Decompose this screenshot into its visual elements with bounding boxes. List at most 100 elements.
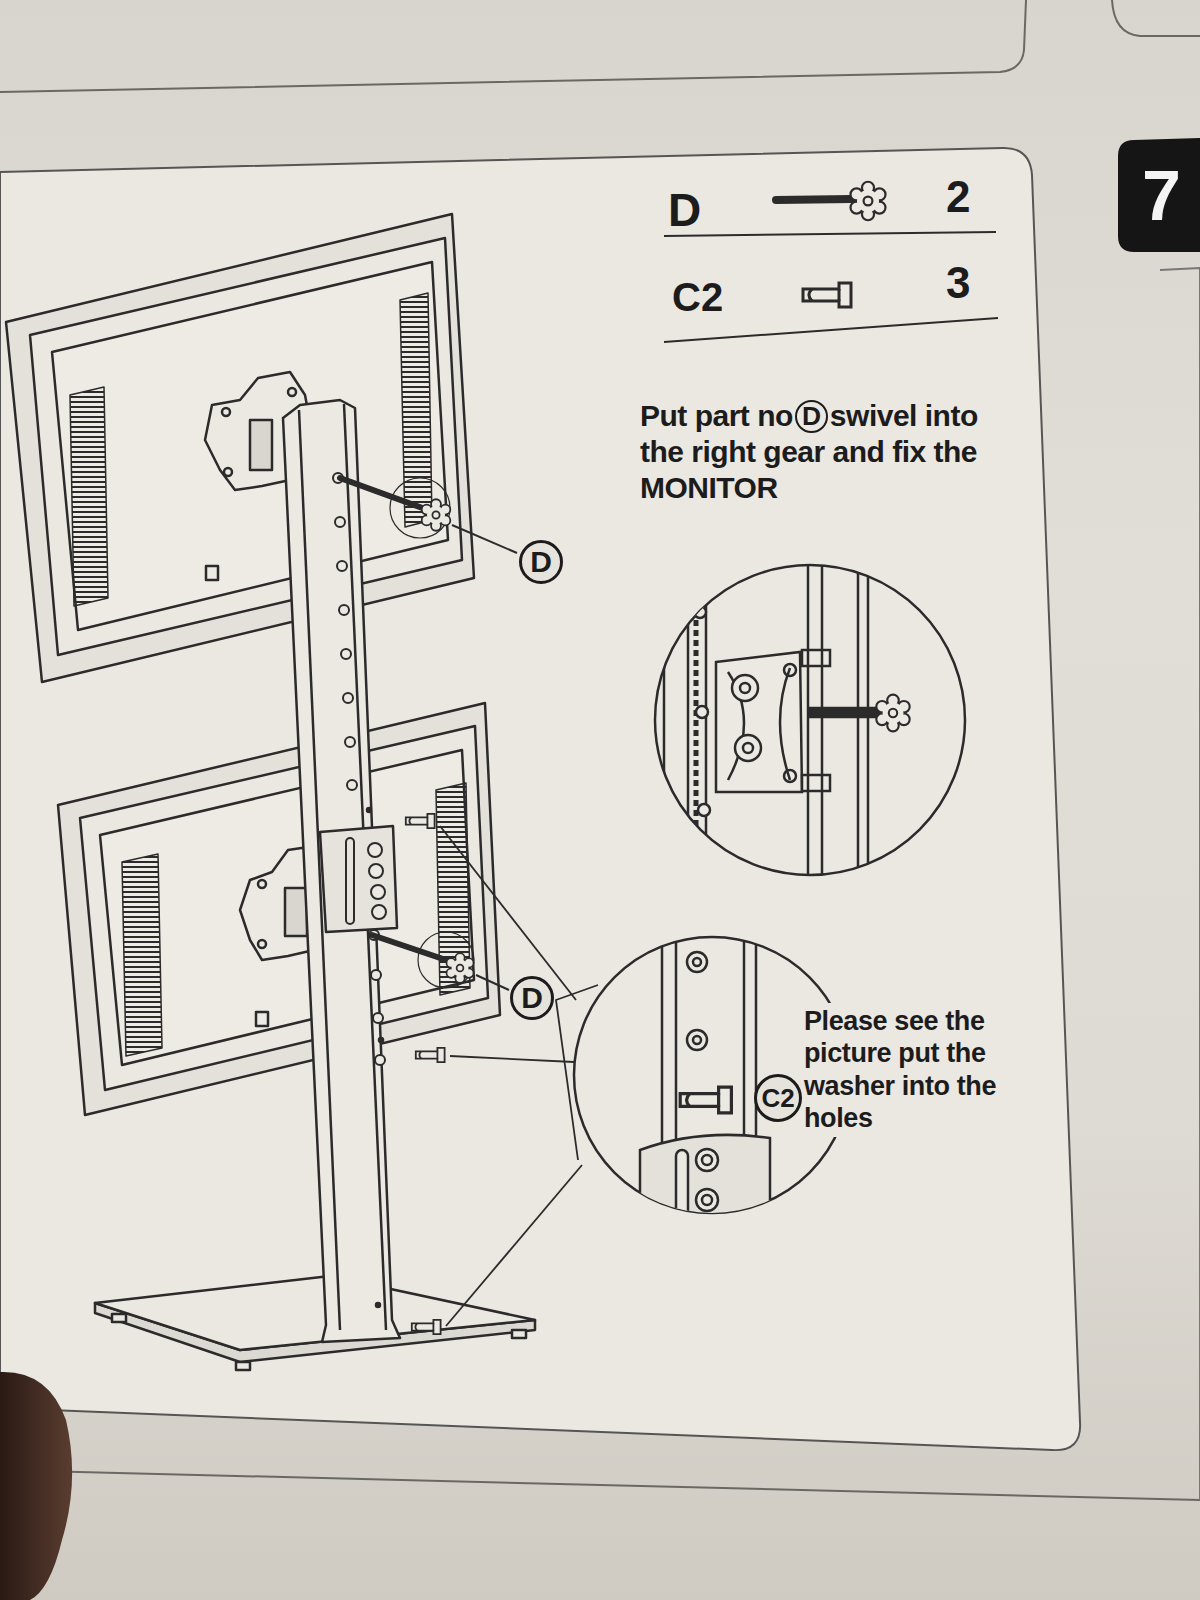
base-plate-part — [95, 1276, 535, 1350]
detail-zoom-washer-part-part — [680, 1087, 731, 1113]
lower-monitor-part — [256, 1012, 268, 1026]
upright-pole-part — [379, 1038, 383, 1042]
page-panels-part — [1160, 268, 1200, 1500]
detail-zoom-knob-part-part — [694, 560, 699, 880]
upright-pole-part-part — [347, 780, 357, 790]
upright-pole-part — [346, 838, 354, 924]
upper-monitor-part — [6, 214, 474, 682]
upright-pole-part — [320, 826, 397, 932]
upright-pole-part — [368, 843, 386, 919]
lower-monitor — [58, 703, 500, 1115]
upper-monitor-part — [400, 293, 432, 527]
instruction-block: Put part noDswivel into the right gear a… — [640, 398, 980, 506]
detail-zoom-washer-part-part — [696, 1189, 718, 1211]
upright-pole-part-part — [373, 1013, 383, 1023]
detail-zoom-washer-part-part — [702, 1195, 712, 1205]
detail-zoom-knob-part-part — [802, 650, 830, 666]
callout-circle: D — [519, 540, 563, 584]
upright-pole-part-part — [341, 649, 351, 659]
lower-monitor-part — [285, 888, 307, 936]
lower-monitor-part — [80, 726, 488, 1090]
lower-monitor-part — [258, 880, 266, 888]
upper-monitor-part — [288, 388, 296, 396]
swivel-knobs-part — [418, 932, 474, 988]
detail-zoom-knob-part-part — [732, 675, 758, 701]
upper-monitor-part — [70, 387, 108, 606]
page-panels-part — [1118, 138, 1200, 252]
swivel-knobs — [340, 478, 517, 990]
upright-pole-part-part — [369, 864, 383, 878]
detail-zoom-washer-part — [640, 930, 770, 1226]
swivel-knobs-part — [452, 525, 517, 553]
detail-zoom-washer-part-part — [640, 1135, 770, 1220]
upper-monitor-part — [250, 420, 272, 470]
detail-zoom-washer-part-part — [702, 1155, 712, 1165]
callout-circle: C2 — [754, 1074, 802, 1122]
washer-clips-part — [446, 1165, 582, 1326]
washer-clips-part — [416, 1048, 445, 1062]
upper-monitor-part — [52, 262, 448, 630]
detail-zoom-knob-part-part — [694, 606, 706, 618]
upright-pole-part — [376, 1303, 380, 1307]
upright-pole-part-part — [372, 905, 386, 919]
instruction-text: Put part no — [640, 399, 793, 432]
base-plate-part — [512, 1330, 526, 1338]
photo-finger — [0, 1372, 72, 1600]
detail-zoom-knob-part-part — [867, 560, 870, 880]
upright-pole-part — [333, 473, 385, 1065]
detail-zoom-knob-part-part — [743, 743, 753, 753]
callout-letter: C2 — [761, 1085, 794, 1111]
detail-zoom-knob — [655, 560, 965, 880]
washer-clips-part — [450, 1056, 574, 1062]
parts-table-part — [664, 232, 996, 236]
detail-zoom-knob-part-part — [780, 668, 790, 780]
base-plate — [95, 1276, 535, 1370]
detail-zoom-knob-part-part — [876, 695, 909, 732]
detail-zoom-knob-part-part — [735, 735, 761, 761]
detail-zoom-washer-part-part — [676, 1150, 688, 1226]
part-letter: C2 — [672, 274, 723, 320]
detail-zoom-knob-part-part — [663, 560, 666, 880]
washer-clips-part — [412, 1320, 441, 1334]
base-plate-part — [236, 1362, 250, 1370]
note-text: Please see the picture put the washer in… — [800, 1003, 1040, 1137]
upright-pole-part-part — [339, 605, 349, 615]
detail-zoom-knob-part-part — [857, 560, 860, 880]
detail-zoom-knob-part-part — [687, 560, 690, 880]
callout-letter: D — [530, 547, 552, 577]
detail-zoom-washer-part-part — [693, 1036, 701, 1044]
swivel-knobs-part — [476, 975, 509, 990]
upright-pole-part-part — [335, 517, 345, 527]
swivel-knobs-part — [372, 935, 452, 962]
callout-letter: D — [521, 983, 543, 1013]
upper-monitor-part — [222, 408, 230, 416]
detail-zoom-knob-part-part — [784, 664, 796, 676]
part-letter: D — [668, 184, 701, 237]
upright-pole-part-part — [337, 561, 347, 571]
swivel-knobs-part — [390, 478, 450, 538]
detail-zoom-washer-part-part — [696, 1149, 718, 1171]
swivel-knobs-part — [422, 499, 451, 531]
upright-pole-part-part — [368, 843, 382, 857]
upright-pole-part-part — [371, 970, 381, 980]
part-quantity: 3 — [946, 258, 970, 309]
lower-monitor-part — [100, 750, 474, 1065]
parts-table-part — [851, 182, 886, 221]
detail-zoom-knob-part-part — [716, 652, 802, 792]
detail-zoom-knob-part-part — [740, 683, 750, 693]
upper-monitor-part — [206, 566, 218, 580]
parts-table-part — [664, 318, 998, 342]
upright-pole — [283, 400, 400, 1342]
detail-zoom-knob-part-part — [784, 770, 796, 782]
washer-clips-part — [440, 826, 576, 1000]
circled-part-letter: D — [795, 400, 828, 433]
upright-pole-part — [367, 808, 371, 812]
detail-zoom-knob-part-part — [696, 706, 708, 718]
swivel-knobs-part — [446, 953, 473, 983]
page-panels-part — [0, 1470, 1200, 1500]
upper-monitor-part — [30, 238, 462, 655]
upper-monitor — [6, 214, 474, 682]
callout-circle: D — [510, 976, 554, 1020]
